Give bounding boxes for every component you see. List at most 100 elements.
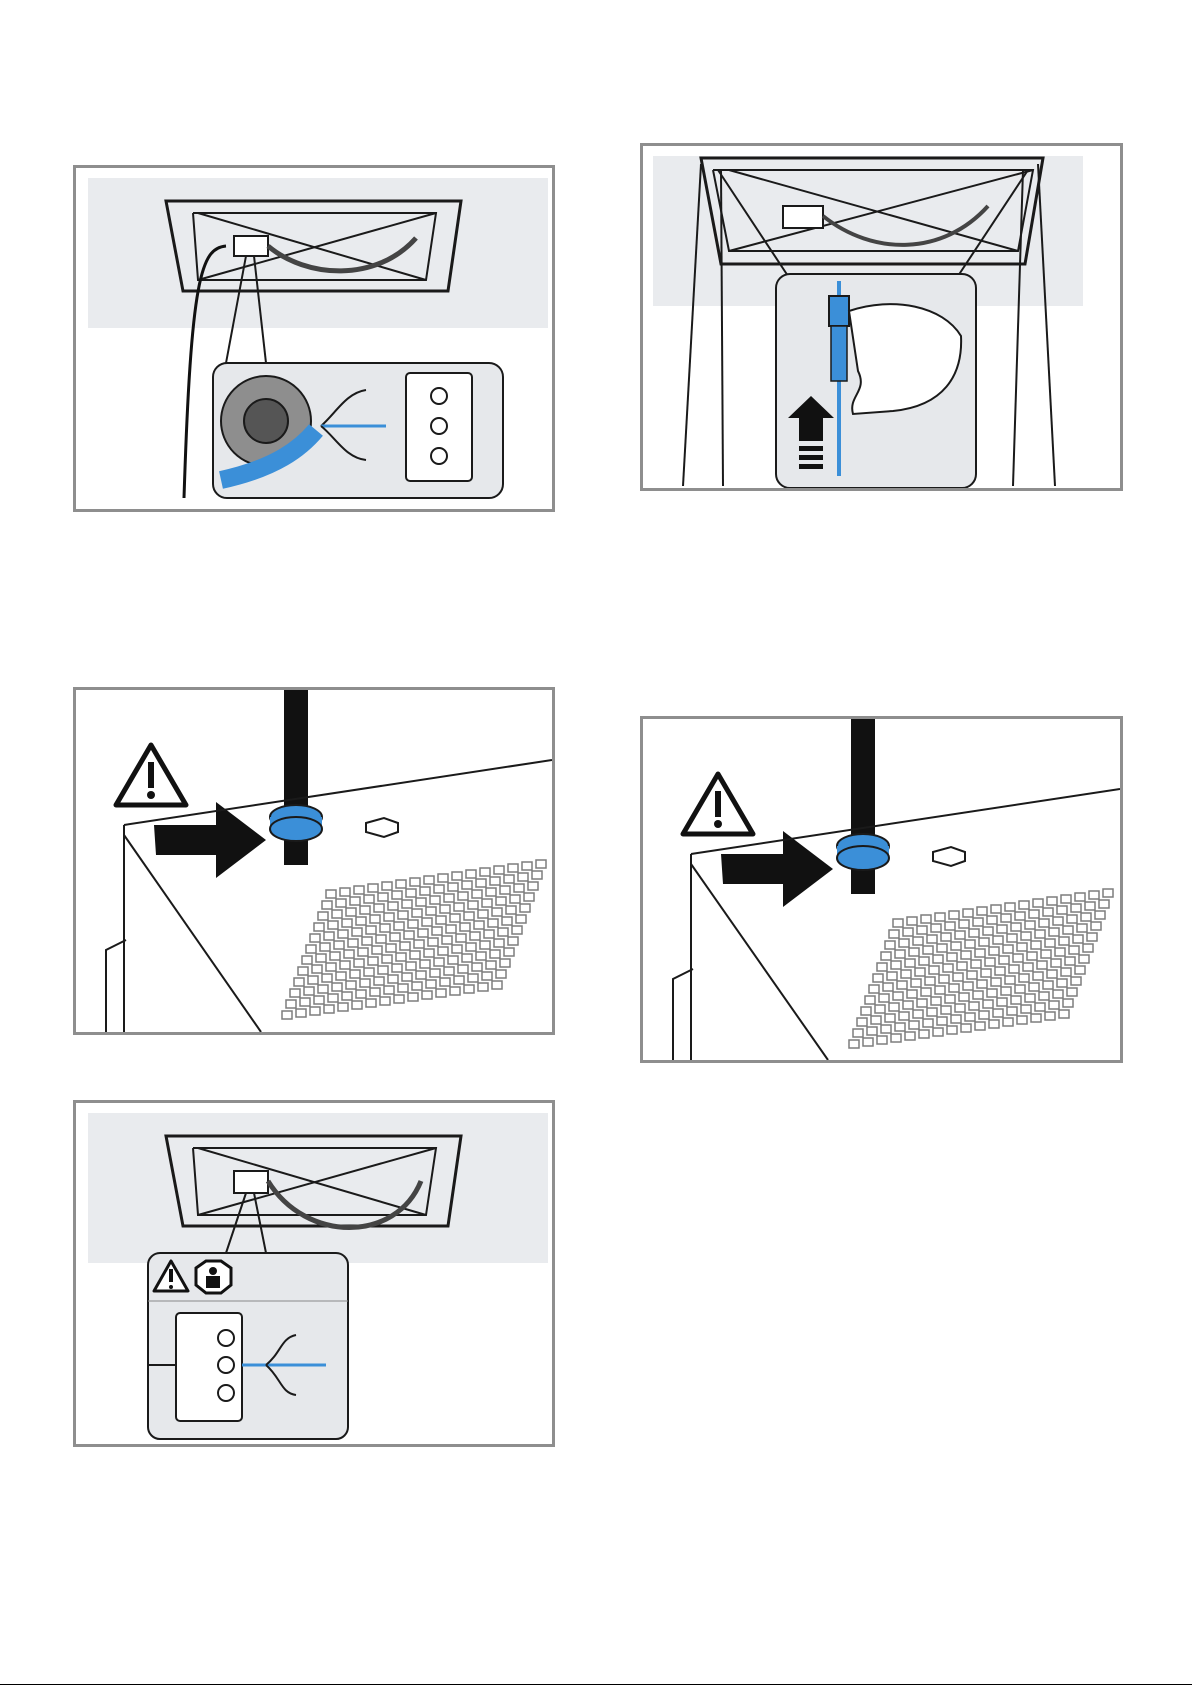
grid-cell: [941, 1006, 951, 1014]
grid-cell: [494, 866, 504, 874]
grid-cell: [1045, 1012, 1055, 1020]
grid-cell: [486, 961, 496, 969]
grid-cell: [929, 966, 939, 974]
grid-cell: [1091, 922, 1101, 930]
grid-cell: [392, 891, 402, 899]
grid-cell: [478, 910, 488, 918]
grid-cell: [985, 958, 995, 966]
grid-cell: [446, 925, 456, 933]
grid-cell: [1037, 961, 1047, 969]
grid-cell: [368, 957, 378, 965]
grid-cell: [1005, 903, 1015, 911]
filter-grid: [282, 860, 546, 1019]
grid-cell: [1017, 943, 1027, 951]
grid-cell: [991, 978, 1001, 986]
grid-cell: [380, 924, 390, 932]
grid-cell: [895, 950, 905, 958]
grid-cell: [879, 994, 889, 1002]
grid-cell: [937, 944, 947, 952]
grid-cell: [885, 941, 895, 949]
grid-cell: [346, 981, 356, 989]
grid-cell: [1087, 933, 1097, 941]
grid-cell: [406, 962, 416, 970]
grid-cell: [422, 918, 432, 926]
grid-cell: [949, 984, 959, 992]
grid-cell: [991, 905, 1001, 913]
grid-cell: [959, 920, 969, 928]
grid-cell: [983, 927, 993, 935]
grid-cell: [324, 932, 334, 940]
grid-cell: [408, 920, 418, 928]
grid-cell: [1075, 966, 1085, 974]
grid-cell: [396, 953, 406, 961]
grid-cell: [1043, 908, 1053, 916]
grid-cell: [999, 956, 1009, 964]
grid-cell: [1099, 900, 1109, 908]
grid-cell: [907, 990, 917, 998]
grid-cell: [394, 922, 404, 930]
grid-cell: [925, 977, 935, 985]
grid-cell: [360, 979, 370, 987]
grid-cell: [861, 1007, 871, 1015]
grid-cell: [500, 886, 510, 894]
grid-cell: [338, 1003, 348, 1011]
grid-cell: [913, 937, 923, 945]
grid-cell: [404, 931, 414, 939]
grid-cell: [871, 1016, 881, 1024]
grid-cell: [1089, 891, 1099, 899]
grid-cell: [342, 919, 352, 927]
grid-cell: [943, 964, 953, 972]
grid-cell: [935, 913, 945, 921]
grid-cell: [975, 1022, 985, 1030]
grid-cell: [899, 939, 909, 947]
grid-cell: [969, 929, 979, 937]
grid-cell: [440, 905, 450, 913]
grid-cell: [352, 1001, 362, 1009]
grid-cell: [909, 1021, 919, 1029]
grid-cell: [1043, 981, 1053, 989]
grid-cell: [290, 989, 300, 997]
grid-cell: [402, 973, 412, 981]
grid-cell: [983, 1000, 993, 1008]
grid-cell: [1029, 983, 1039, 991]
grid-cell: [903, 1001, 913, 1009]
grid-cell: [863, 1038, 873, 1046]
grid-cell: [424, 949, 434, 957]
grid-cell: [516, 915, 526, 923]
grid-cell: [378, 893, 388, 901]
grid-cell: [464, 985, 474, 993]
grid-cell: [466, 943, 476, 951]
grid-cell: [1021, 932, 1031, 940]
grid-cell: [310, 934, 320, 942]
grid-cell: [472, 963, 482, 971]
grid-cell: [296, 1009, 306, 1017]
grid-cell: [969, 1002, 979, 1010]
grid-cell: [436, 989, 446, 997]
grid-cell: [889, 1003, 899, 1011]
grid-cell: [1071, 904, 1081, 912]
grid-cell: [462, 881, 472, 889]
grid-cell: [1085, 902, 1095, 910]
grid-cell: [919, 1030, 929, 1038]
grid-cell: [314, 923, 324, 931]
grid-cell: [450, 987, 460, 995]
grid-cell: [1015, 985, 1025, 993]
grid-cell: [492, 981, 502, 989]
grid-cell: [1081, 913, 1091, 921]
grid-cell: [933, 955, 943, 963]
grid-cell: [1075, 893, 1085, 901]
grid-cell: [362, 937, 372, 945]
grid-cell: [1035, 930, 1045, 938]
grid-cell: [873, 974, 883, 982]
grid-cell: [1033, 899, 1043, 907]
grid-cell: [458, 965, 468, 973]
grid-cell: [410, 878, 420, 886]
grid-cell: [500, 959, 510, 967]
grid-cell: [881, 952, 891, 960]
grid-cell: [973, 918, 983, 926]
grid-cell: [973, 991, 983, 999]
grid-cell: [927, 1008, 937, 1016]
grid-cell: [432, 927, 442, 935]
grid-cell: [346, 908, 356, 916]
grid-cell: [444, 967, 454, 975]
